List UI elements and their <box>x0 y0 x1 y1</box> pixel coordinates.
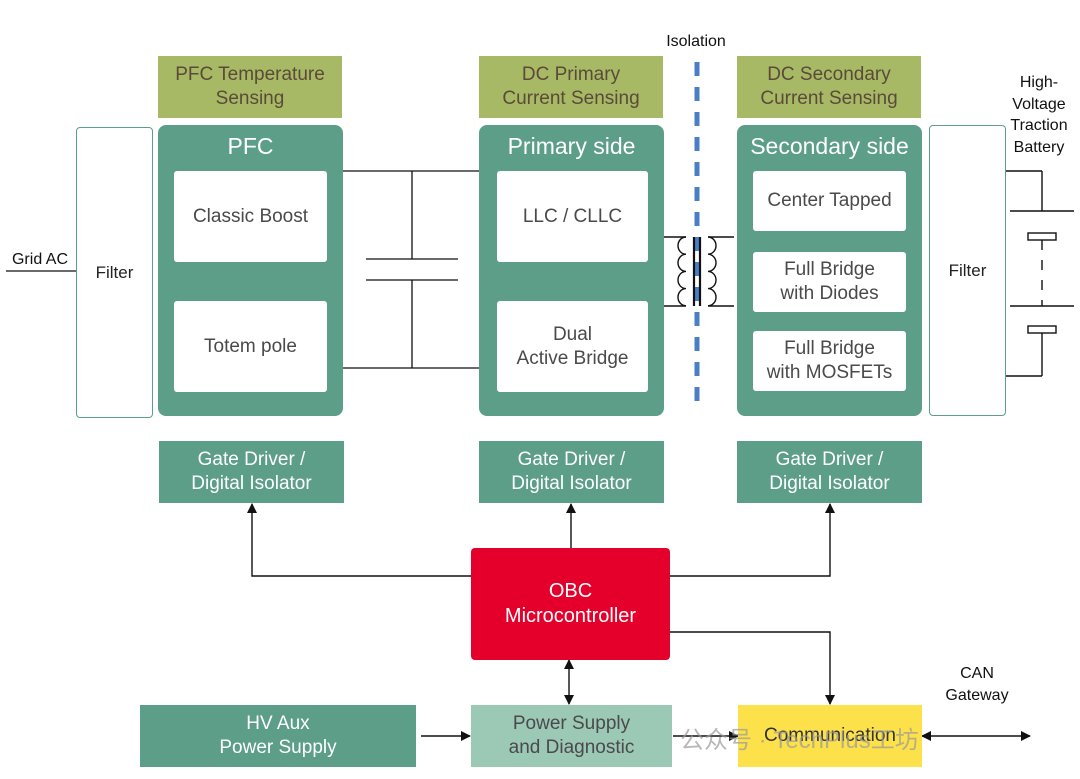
communication-block: Communication <box>738 705 922 767</box>
full-bridge-diodes-block: Full Bridge with Diodes <box>753 252 906 312</box>
secondary-side-title: Secondary side <box>750 133 909 159</box>
arrow-obc-to-communication <box>669 631 835 705</box>
pfc-temperature-sensing: PFC Temperature Sensing <box>158 56 342 118</box>
dc-secondary-current-sensing: DC Secondary Current Sensing <box>737 56 921 118</box>
dc-link-capacitor <box>343 170 480 369</box>
dual-active-bridge-block: Dual Active Bridge <box>497 301 648 392</box>
pfc-block: PFC Classic Boost Totem pole <box>158 125 343 416</box>
battery-icon <box>1006 170 1074 377</box>
isolation-label: Isolation <box>666 33 726 50</box>
primary-gate-driver: Gate Driver / Digital Isolator <box>479 441 664 503</box>
watermark: 公众号 · TechPlus工坊 <box>680 727 919 754</box>
full-bridge-mosfets-block: Full Bridge with MOSFETs <box>753 331 906 391</box>
hv-aux-power-supply: HV Aux Power Supply <box>140 705 416 767</box>
battery-label: High- Voltage Traction Battery <box>1010 74 1068 156</box>
dc-primary-current-sensing: DC Primary Current Sensing <box>479 56 663 118</box>
secondary-side-block: Secondary side Center Tapped Full Bridge… <box>737 125 922 416</box>
filter-left: Filter <box>76 127 153 418</box>
totem-pole-block: Totem pole <box>174 301 327 392</box>
filter-right: Filter <box>929 125 1006 416</box>
can-gateway-label: CAN Gateway <box>945 665 1009 704</box>
transformer-icon <box>664 236 734 307</box>
grid-ac-label: Grid AC <box>11 251 68 268</box>
primary-side-title: Primary side <box>507 133 636 159</box>
power-supply-diagnostic: Power Supply and Diagnostic <box>471 705 672 767</box>
secondary-gate-driver: Gate Driver / Digital Isolator <box>737 441 922 503</box>
pfc-gate-driver: Gate Driver / Digital Isolator <box>159 441 344 503</box>
classic-boost-block: Classic Boost <box>174 171 327 262</box>
arrow-obc-to-pfc-gate <box>247 503 472 577</box>
llc-cllc-block: LLC / CLLC <box>497 171 648 262</box>
obc-microcontroller: OBC Microcontroller <box>471 548 670 660</box>
arrow-obc-to-secondary-gate <box>669 503 835 577</box>
center-tapped-block: Center Tapped <box>753 171 906 231</box>
pfc-title: PFC <box>227 133 274 159</box>
primary-side-block: Primary side LLC / CLLC Dual Active Brid… <box>479 125 664 416</box>
